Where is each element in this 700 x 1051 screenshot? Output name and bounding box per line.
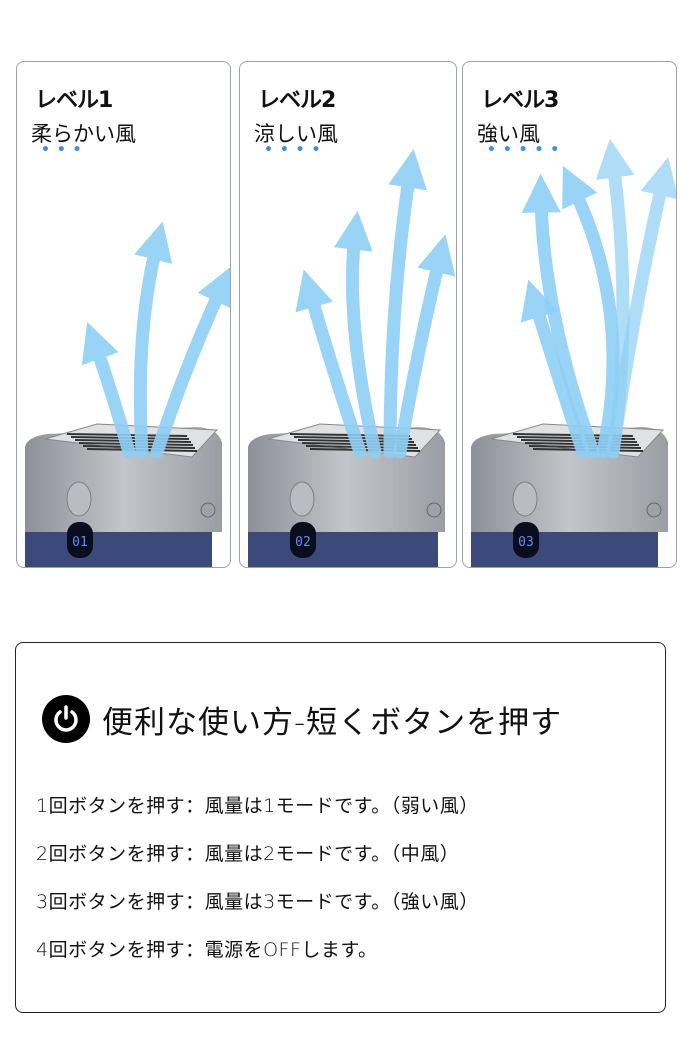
- side-knob: [200, 502, 216, 518]
- fan-base: [25, 532, 212, 567]
- airflow-arrow: [150, 265, 230, 459]
- airflow-arrow: [383, 148, 427, 459]
- fan-display: [67, 522, 93, 558]
- fan-base: [471, 532, 658, 567]
- usage-line-2: 2回ボタンを押す：風量は2モードです。（中風）: [36, 843, 460, 865]
- level-subtitle: 強い風: [477, 122, 540, 146]
- level-card-3: レベル3 強い風 • • • • • 03: [462, 61, 677, 568]
- level-dots: • • • •: [264, 142, 322, 158]
- level-dots: • • • • •: [487, 142, 561, 158]
- airflow-arrow: [393, 234, 456, 459]
- usage-panel: 便利な使い方-短くボタンを押す 1回ボタンを押す：風量は1モードです。（弱い風）…: [15, 642, 666, 1013]
- power-button-icon: [512, 481, 538, 517]
- display-value: 02: [295, 535, 311, 550]
- usage-title: 便利な使い方-短くボタンを押す: [42, 695, 562, 743]
- display-value: 03: [518, 535, 534, 550]
- side-knob: [646, 502, 662, 518]
- usage-line-4: 4回ボタンを押す：電源をOFFします。: [36, 939, 378, 961]
- airflow-arrow: [295, 269, 367, 459]
- level-title: レベル1: [35, 88, 113, 113]
- airflow-arrow: [81, 321, 136, 459]
- level-dots: • • •: [41, 142, 83, 158]
- airflow-arrow: [521, 173, 600, 459]
- fan-display: [290, 522, 316, 558]
- fan-illustration: 01: [25, 221, 230, 567]
- level-card-2: レベル2 涼しい風 • • • • 02: [239, 61, 457, 568]
- fan-illustration: 02: [248, 148, 456, 567]
- level-subtitle: 涼しい風: [254, 122, 338, 146]
- power-icon: [42, 695, 90, 743]
- airflow-arrow: [606, 157, 676, 459]
- level-title: レベル2: [258, 88, 336, 113]
- display-value: 01: [72, 535, 88, 550]
- power-button-icon: [289, 481, 315, 517]
- level-card-1: レベル1 柔らかい風 • • • 01: [16, 61, 231, 568]
- power-button-icon: [66, 481, 92, 517]
- usage-line-1: 1回ボタンを押す：風量は1モードです。（弱い風）: [36, 795, 479, 817]
- airflow-arrow: [562, 165, 620, 459]
- level-subtitle: 柔らかい風: [31, 122, 136, 146]
- fan-illustration: 03: [471, 138, 676, 567]
- fan-base: [248, 532, 438, 567]
- level-title: レベル3: [481, 88, 559, 113]
- usage-line-3: 3回ボタンを押す：風量は3モードです。（強い風）: [36, 891, 479, 913]
- airflow-arrow: [520, 279, 590, 459]
- usage-title-text: 便利な使い方-短くボタンを押す: [102, 704, 563, 741]
- fan-display: [513, 522, 539, 558]
- airflow-arrow: [333, 210, 382, 459]
- side-knob: [426, 502, 442, 518]
- airflow-arrow: [133, 221, 173, 459]
